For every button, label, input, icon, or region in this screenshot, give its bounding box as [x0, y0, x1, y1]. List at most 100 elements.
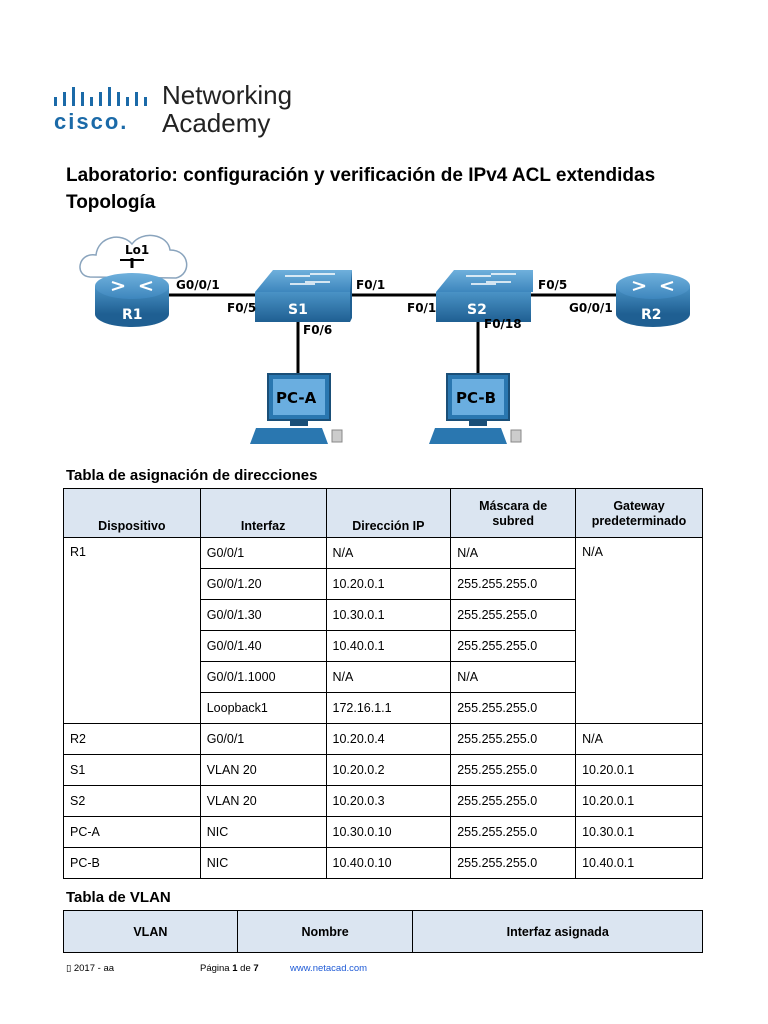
switch-s1-icon: S1	[255, 270, 352, 322]
cell-interface: Loopback1	[199, 692, 327, 724]
table-row: PC-B NIC 10.40.0.10 255.255.255.0 10.40.…	[63, 847, 703, 879]
cell-ip: 10.40.0.1	[325, 630, 452, 662]
cell-mask: N/A	[450, 661, 577, 693]
pc-a-label: PC-A	[276, 389, 317, 407]
cell-interface: VLAN 20	[199, 785, 327, 817]
header-default-gateway: Gateway predeterminado	[575, 488, 703, 538]
pc-b-label: PC-B	[456, 389, 496, 407]
cell-device: PC-B	[63, 847, 201, 879]
s2-label: S2	[467, 302, 487, 318]
page-prefix: Página	[200, 963, 233, 974]
cisco-networking-academy-logo: cisco. Networking Academy	[54, 80, 314, 140]
table-row: R1 G0/0/1 N/A N/A N/A	[63, 537, 703, 724]
logo-line-networking: Networking	[162, 80, 293, 110]
cell-mask: 255.255.255.0	[450, 692, 577, 724]
footer-netacad-link[interactable]: www.netacad.com	[290, 963, 368, 974]
table-row: R2 G0/0/1 10.20.0.4 255.255.255.0 N/A	[63, 723, 703, 755]
cell-device: R2	[63, 723, 201, 755]
cell-interface: G0/0/1.40	[199, 630, 327, 662]
pc-a-icon: PC-A	[250, 373, 343, 444]
cell-interface: G0/0/1	[199, 537, 327, 569]
header-name: Nombre	[236, 910, 414, 953]
router-r2-icon: R2	[616, 273, 690, 327]
port-s2-f0-1: F0/1	[407, 301, 436, 315]
page-total: 7	[253, 963, 259, 974]
table-row: S1 VLAN 20 10.20.0.2 255.255.255.0 10.20…	[63, 754, 703, 786]
cell-ip: 172.16.1.1	[325, 692, 452, 724]
lab-title: Laboratorio: configuración y verificació…	[66, 165, 656, 186]
table-row: PC-A NIC 10.30.0.10 255.255.255.0 10.30.…	[63, 816, 703, 848]
table-row: Loopback1 172.16.1.1 255.255.255.0	[64, 692, 703, 724]
cell-ip: N/A	[325, 537, 452, 569]
s1-label: S1	[288, 302, 308, 318]
cell-gateway: N/A	[575, 537, 703, 724]
switch-s2-icon: S2	[436, 270, 533, 322]
cell-ip: 10.20.0.2	[325, 754, 452, 786]
cell-mask: 255.255.255.0	[450, 630, 577, 662]
header-assigned-interface: Interfaz asignada	[412, 910, 703, 953]
cell-device: S1	[63, 754, 201, 786]
page-mid: de	[237, 963, 254, 974]
loopback-cloud-icon	[79, 234, 188, 279]
cell-interface: NIC	[199, 847, 327, 879]
loopback-label: Lo1	[125, 243, 149, 257]
header-vlan: VLAN	[63, 910, 238, 953]
cell-mask: N/A	[450, 537, 577, 569]
cell-device: S2	[63, 785, 201, 817]
port-r2-g0-0-1: G0/0/1	[569, 301, 613, 315]
r2-label: R2	[641, 307, 662, 323]
header-subnet-mask: Máscara de subred	[450, 488, 577, 538]
topology-heading: Topología	[66, 192, 156, 213]
cell-mask: 255.255.255.0	[450, 816, 577, 848]
port-s1-f0-5: F0/5	[227, 301, 256, 315]
table-row: G0/0/1.1000 N/A N/A	[64, 661, 703, 693]
cell-device: R1	[63, 537, 201, 724]
cell-mask: 255.255.255.0	[450, 723, 577, 755]
header-interface: Interfaz	[199, 488, 327, 538]
table-row: G0/0/1.30 10.30.0.1 255.255.255.0	[64, 599, 703, 631]
table-row: G0/0/1.40 10.40.0.1 255.255.255.0	[64, 630, 703, 662]
cell-mask: 255.255.255.0	[450, 847, 577, 879]
vlan-table-heading: Tabla de VLAN	[66, 889, 171, 906]
table-row: S2 VLAN 20 10.20.0.3 255.255.255.0 10.20…	[63, 785, 703, 817]
cell-interface: G0/0/1.1000	[199, 661, 327, 693]
cell-ip: N/A	[325, 661, 452, 693]
cell-interface: G0/0/1.20	[199, 568, 327, 600]
cell-interface: NIC	[199, 816, 327, 848]
address-table: Dispositivo Interfaz Dirección IP Máscar…	[63, 488, 703, 879]
cell-gateway: 10.20.0.1	[575, 785, 703, 817]
vlan-table: VLAN Nombre Interfaz asignada	[63, 910, 703, 953]
port-s1-f0-6: F0/6	[303, 323, 332, 337]
port-s2-f0-5: F0/5	[538, 278, 567, 292]
vlan-table-header-row: VLAN Nombre Interfaz asignada	[63, 910, 703, 953]
header-ip-address: Dirección IP	[325, 488, 452, 538]
router-r1-icon: R1	[95, 273, 169, 327]
cell-gateway: N/A	[575, 723, 703, 755]
port-s2-f0-18: F0/18	[484, 317, 522, 331]
r1-label: R1	[122, 307, 143, 323]
cell-mask: 255.255.255.0	[450, 754, 577, 786]
cell-gateway: 10.20.0.1	[575, 754, 703, 786]
cell-ip: 10.20.0.4	[325, 723, 452, 755]
cell-interface: VLAN 20	[199, 754, 327, 786]
cell-ip: 10.40.0.10	[325, 847, 452, 879]
cell-device: PC-A	[63, 816, 201, 848]
address-table-header-row: Dispositivo Interfaz Dirección IP Máscar…	[63, 488, 703, 538]
cell-ip: 10.20.0.3	[325, 785, 452, 817]
port-r1-g0-0-1: G0/0/1	[176, 278, 220, 292]
logo-line-academy: Academy	[162, 108, 271, 138]
cell-mask: 255.255.255.0	[450, 599, 577, 631]
port-s1-f0-1: F0/1	[356, 278, 385, 292]
address-table-heading: Tabla de asignación de direcciones	[66, 467, 318, 484]
topology-diagram: Lo1 R1	[60, 222, 710, 457]
cell-gateway: 10.30.0.1	[575, 816, 703, 848]
cisco-wordmark: cisco.	[54, 109, 129, 134]
cell-ip: 10.30.0.10	[325, 816, 452, 848]
table-row: G0/0/1.20 10.20.0.1 255.255.255.0	[64, 568, 703, 600]
cell-ip: 10.30.0.1	[325, 599, 452, 631]
cell-mask: 255.255.255.0	[450, 568, 577, 600]
cell-interface: G0/0/1	[199, 723, 327, 755]
cisco-bars-icon	[54, 87, 147, 106]
cell-interface: G0/0/1.30	[199, 599, 327, 631]
page-current: 1	[232, 963, 238, 974]
